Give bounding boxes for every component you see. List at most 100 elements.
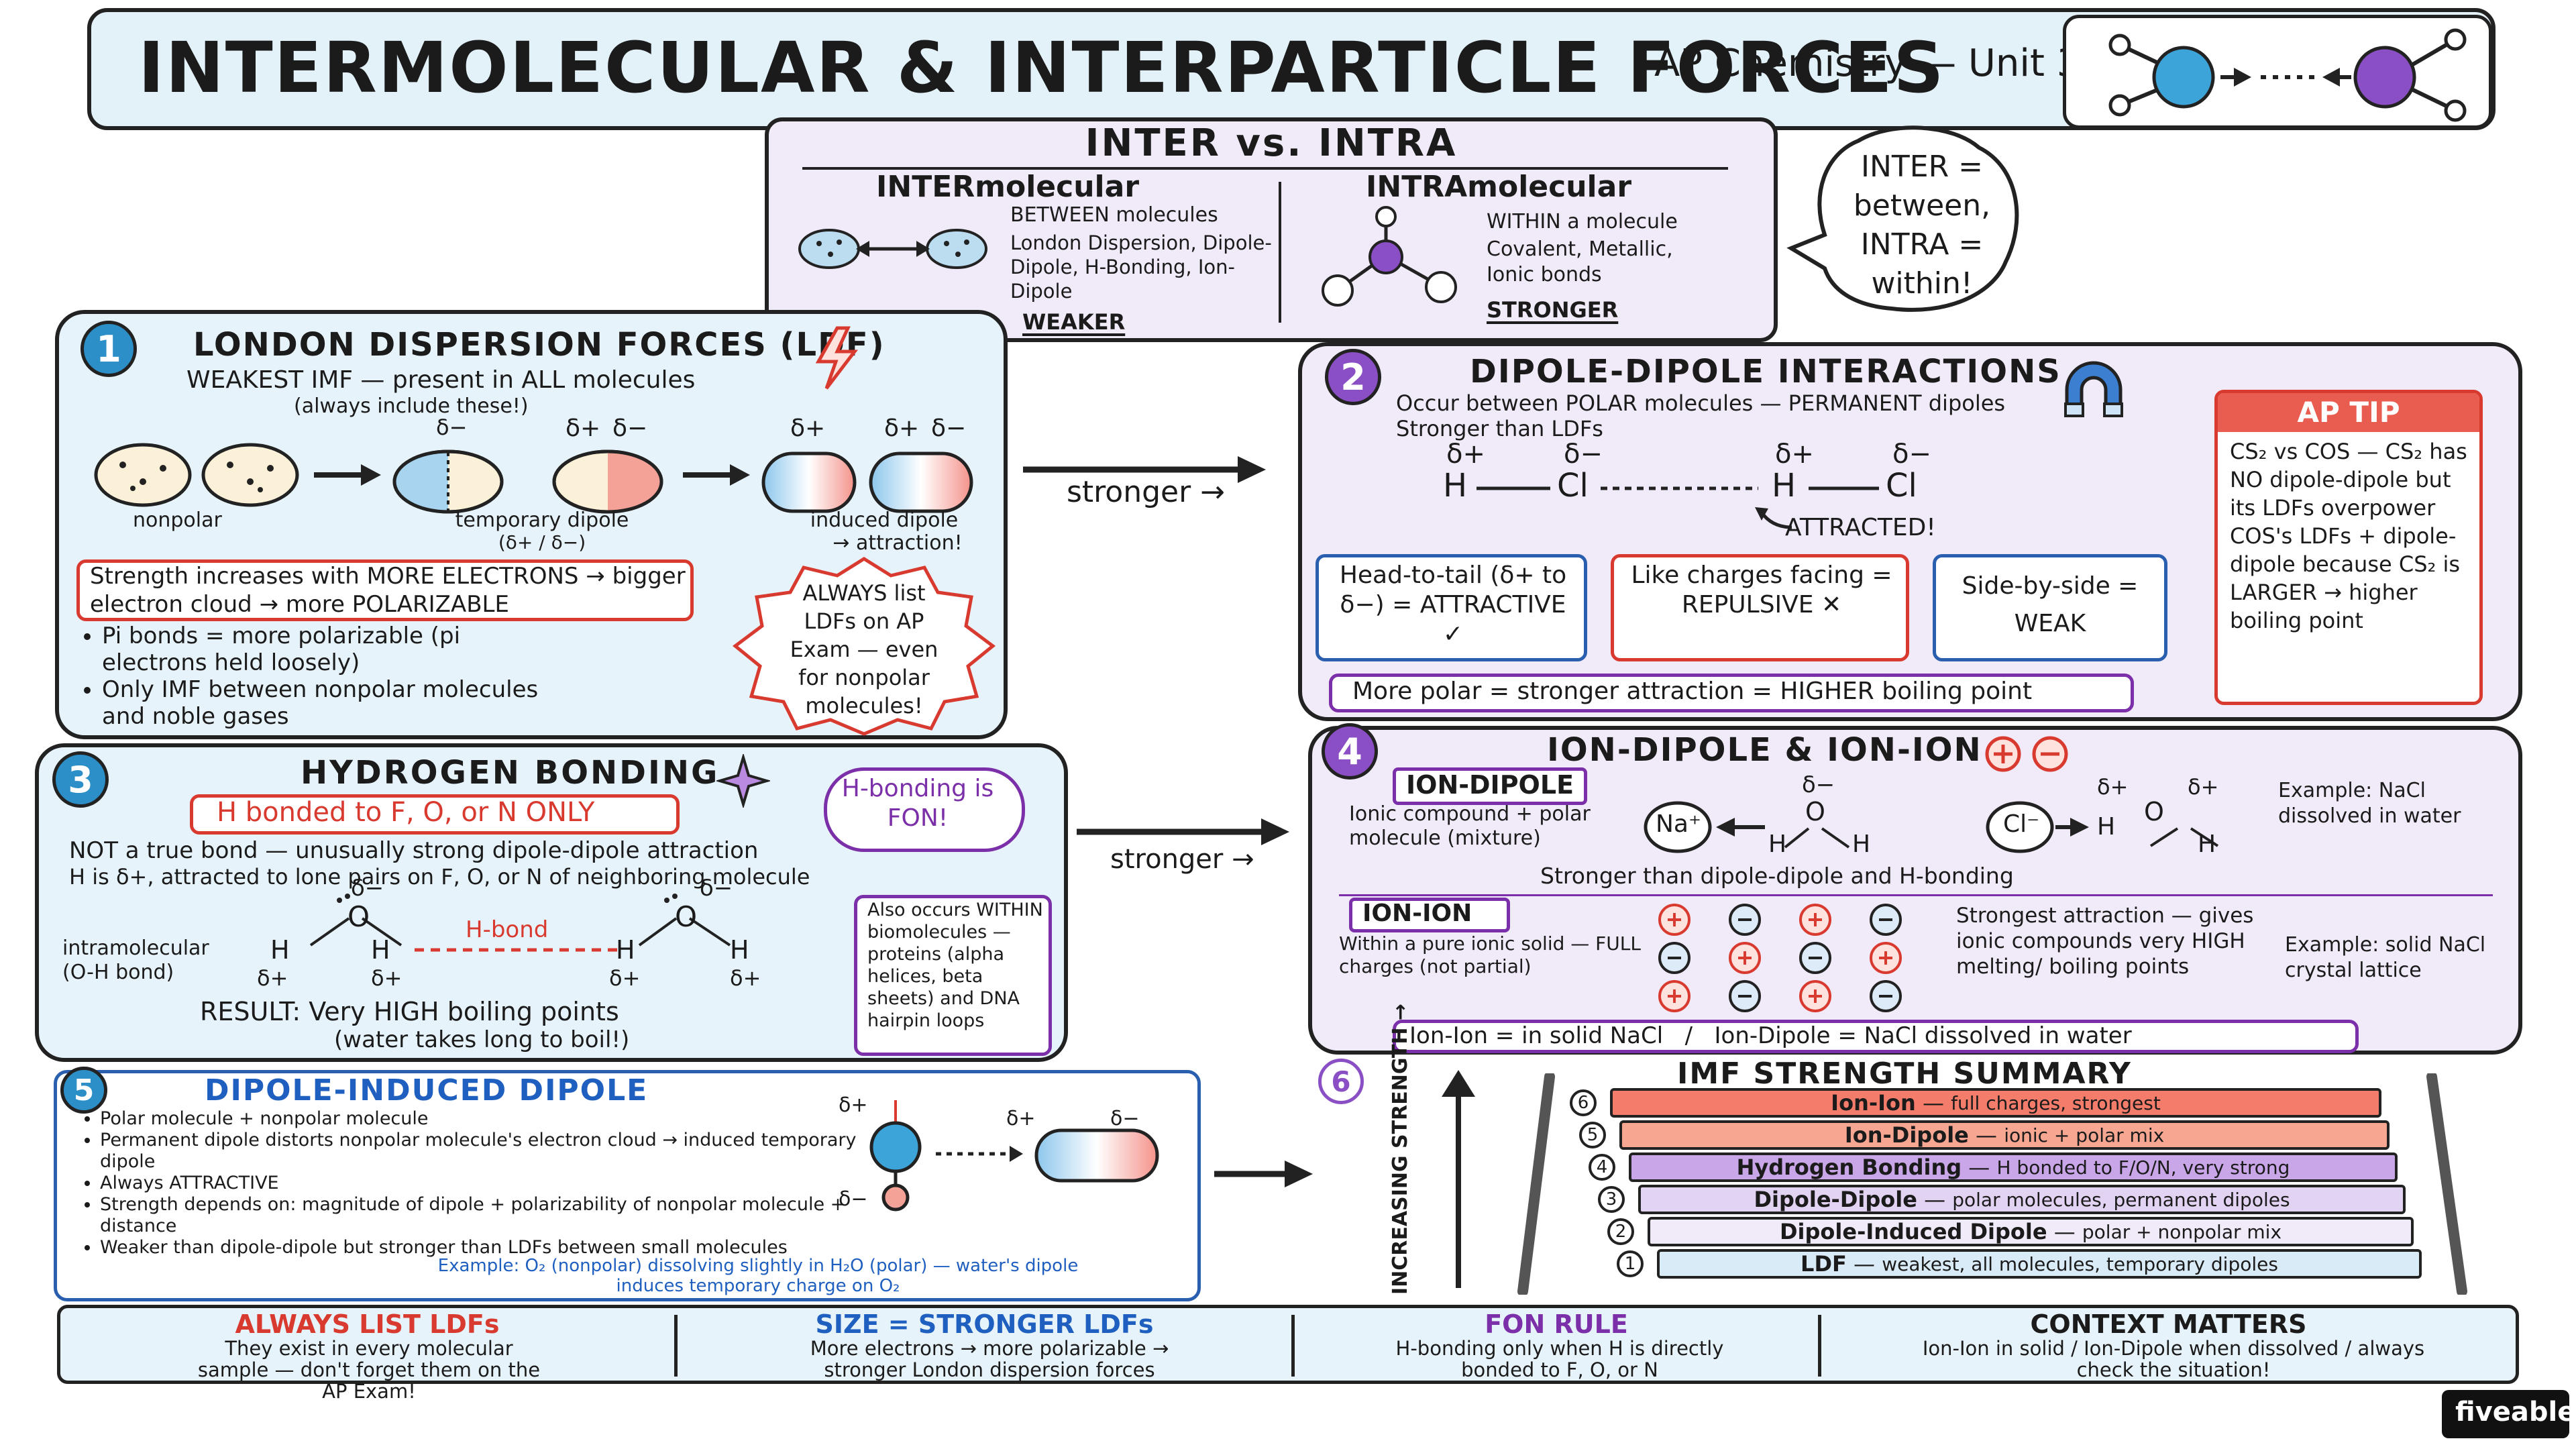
dd-box1-text: Head-to-tail (δ+ to δ−) = ATTRACTIVE ✓	[1339, 561, 1567, 648]
panel-number-4: 4	[1322, 723, 1378, 780]
did-bullet-4: Strength depends on: magnitude of dipole…	[100, 1194, 892, 1237]
ion-lattice	[1658, 904, 1902, 1012]
ldf-title: LONDON DISPERSION FORCES (LDF)	[193, 326, 885, 364]
hbond-line-2: H is δ+, attracted to lone pairs on F, O…	[69, 864, 810, 890]
panel-number-2: 2	[1325, 349, 1381, 405]
ldf-subtitle: WEAKEST IMF — present in ALL molecules	[186, 366, 696, 394]
inter-intra-panel: INTER vs. INTRA INTERmolecular BETWEEN m…	[765, 117, 1778, 342]
intra-stronger: STRONGER	[1487, 297, 1619, 323]
dd-bottom-box	[1329, 674, 2134, 712]
water-hbond-diagram	[309, 894, 731, 952]
ion-h-2: H	[1852, 830, 1871, 858]
hbond-result-2: (water takes long to boil!)	[334, 1026, 630, 1053]
hbond-h-3: H	[616, 935, 635, 965]
brand-logo-text: fiveable	[2455, 1397, 2576, 1428]
hbond-dplus-2: δ+	[371, 965, 402, 991]
summary-row-number: 5	[1579, 1122, 1606, 1148]
dd-box3-text: Side-by-side = WEAK	[1962, 572, 2139, 637]
inter-heading: INTERmolecular	[876, 170, 1140, 204]
dipole-sub2: Stronger than LDFs	[1396, 416, 1603, 441]
speech-bubble	[1786, 125, 2019, 312]
dd-dplus-1: δ+	[1446, 439, 1485, 470]
ion-h-4: H	[2198, 830, 2216, 858]
did-dminus-2: δ−	[1110, 1107, 1140, 1130]
ion-panel: ION-DIPOLE & ION-ION ION-DIPOLE Ionic co…	[1308, 726, 2522, 1055]
dd-dminus-2: δ−	[1892, 439, 1931, 470]
ion-dminus: δ−	[1802, 771, 1835, 798]
summary-axis-label: INCREASING STRENGTH →	[1389, 1003, 1412, 1295]
summary-row-desc: H bonded to F/O/N, very strong	[1996, 1156, 2290, 1179]
hbond-o-1: O	[347, 900, 370, 933]
footer-2-text: More electrons → more polarizable → stro…	[810, 1337, 1169, 1381]
stronger-label-2: stronger →	[1110, 844, 1254, 875]
ion-ion-subtitle-box	[1349, 898, 1510, 932]
ion-h-3: H	[2097, 813, 2116, 841]
did-dplus-2: δ+	[1006, 1107, 1036, 1130]
hbond-label: H-bond	[462, 916, 553, 943]
ion-dplus-1: δ+	[2097, 774, 2129, 800]
summary-row-desc: ionic + polar mix	[2004, 1124, 2165, 1146]
dd-dminus-1: δ−	[1564, 439, 1603, 470]
did-bullet-5: Weaker than dipole-dipole but stronger t…	[100, 1237, 892, 1258]
ion-ion-subtitle: ION-ION	[1362, 900, 1472, 927]
hbond-h-4: H	[730, 935, 749, 965]
panel-number-3: 3	[52, 751, 109, 808]
dd-bottom-text: More polar = stronger attraction = HIGHE…	[1352, 678, 2033, 705]
ion-example-1: Example: NaCl dissolved in water	[2278, 779, 2461, 828]
ldf-induced-label: induced dipole	[810, 508, 959, 532]
footer-divider-2	[1291, 1315, 1295, 1377]
ldf-induced-sub: → attraction!	[833, 531, 963, 555]
ion-cl: Cl⁻	[2003, 810, 2040, 838]
hbond-title: HYDROGEN BONDING	[301, 754, 720, 792]
footer-2-title: SIZE = STRONGER LDFs	[815, 1309, 1154, 1339]
hbond-intramolecular: intramolecular	[62, 936, 209, 960]
ldf-nonpolar-label: nonpolar	[133, 508, 222, 532]
ap-tip-body: CS₂ vs COS — CS₂ has NO dipole-dipole bu…	[2230, 439, 2467, 633]
summary-axis-line	[1456, 1087, 1461, 1288]
dd-box-head-to-tail	[1316, 554, 1587, 661]
summary-row-separator: —	[1968, 1122, 2004, 1148]
dd-box2-text: Like charges facing = REPULSIVE ✕	[1631, 561, 1892, 619]
dd-attracted: ATTRACTED!	[1785, 514, 1936, 541]
ion-o-1: O	[1805, 797, 1825, 826]
ldf-dminus-4: δ−	[931, 415, 967, 442]
hbond-panel: HYDROGEN BONDING H bonded to F, O, or N …	[35, 743, 1068, 1062]
ldf-strength-text: Strength increases with MORE ELECTRONS →…	[90, 563, 686, 618]
summary-row: Dipole-Dipole — polar molecules, permane…	[1638, 1185, 2406, 1214]
molecules-between-icon	[798, 229, 987, 269]
dd-h-1: H	[1443, 467, 1468, 504]
summary-row-name: LDF	[1801, 1251, 1847, 1277]
did-bullet-2: Permanent dipole distorts nonpolar molec…	[100, 1130, 892, 1173]
footer-divider-3	[1818, 1315, 1821, 1377]
single-molecule-icon	[1322, 206, 1457, 307]
ion-dipole-subtitle: ION-DIPOLE	[1406, 770, 1574, 800]
ap-tip-title: AP TIP	[2218, 393, 2479, 432]
ion-dipole-diagram	[1644, 801, 2219, 853]
ldf-bullets: Pi bonds = more polarizable (pi electron…	[72, 623, 572, 730]
hbond-dplus-4: δ+	[730, 965, 761, 991]
speech-bubble-text: INTER = between, INTRA = within!	[1853, 150, 1991, 301]
stronger-label-1: stronger →	[1067, 475, 1226, 509]
stronger-arrow-2	[1077, 818, 1289, 845]
summary-title: IMF STRENGTH SUMMARY	[1677, 1057, 2132, 1091]
summary-row: LDF — weakest, all molecules, temporary …	[1657, 1249, 2422, 1279]
ldf-subtitle-2: (always include these!)	[294, 394, 529, 418]
stronger-arrow-1	[1023, 456, 1266, 483]
biomolecules-text: Also occurs WITHIN biomolecules — protei…	[867, 900, 1043, 1031]
summary-row-desc: polar + nonpolar mix	[2082, 1220, 2282, 1243]
ion-divider	[1339, 894, 2493, 896]
ldf-dipole-diagram	[94, 443, 973, 514]
hbond-h-2: H	[371, 935, 390, 965]
ap-tip-box: AP TIP CS₂ vs COS — CS₂ has NO dipole-di…	[2214, 390, 2483, 705]
column-divider	[1279, 182, 1281, 323]
dd-box-like-charges	[1611, 554, 1909, 661]
panel-number-1: 1	[80, 321, 137, 377]
summary-row-separator: —	[1917, 1187, 1953, 1212]
ldf-bullet-2: Only IMF between nonpolar molecules and …	[102, 676, 572, 730]
summary-row: Hydrogen Bonding — H bonded to F/O/N, ve…	[1629, 1152, 2398, 1182]
summary-row-number: 4	[1589, 1154, 1615, 1181]
biomolecules-box	[854, 895, 1052, 1056]
footer-3-text: H-bonding only when H is directly bonded…	[1395, 1337, 1724, 1381]
inter-weaker: WEAKER	[1022, 309, 1126, 335]
dd-box-side-by-side	[1933, 554, 2167, 661]
